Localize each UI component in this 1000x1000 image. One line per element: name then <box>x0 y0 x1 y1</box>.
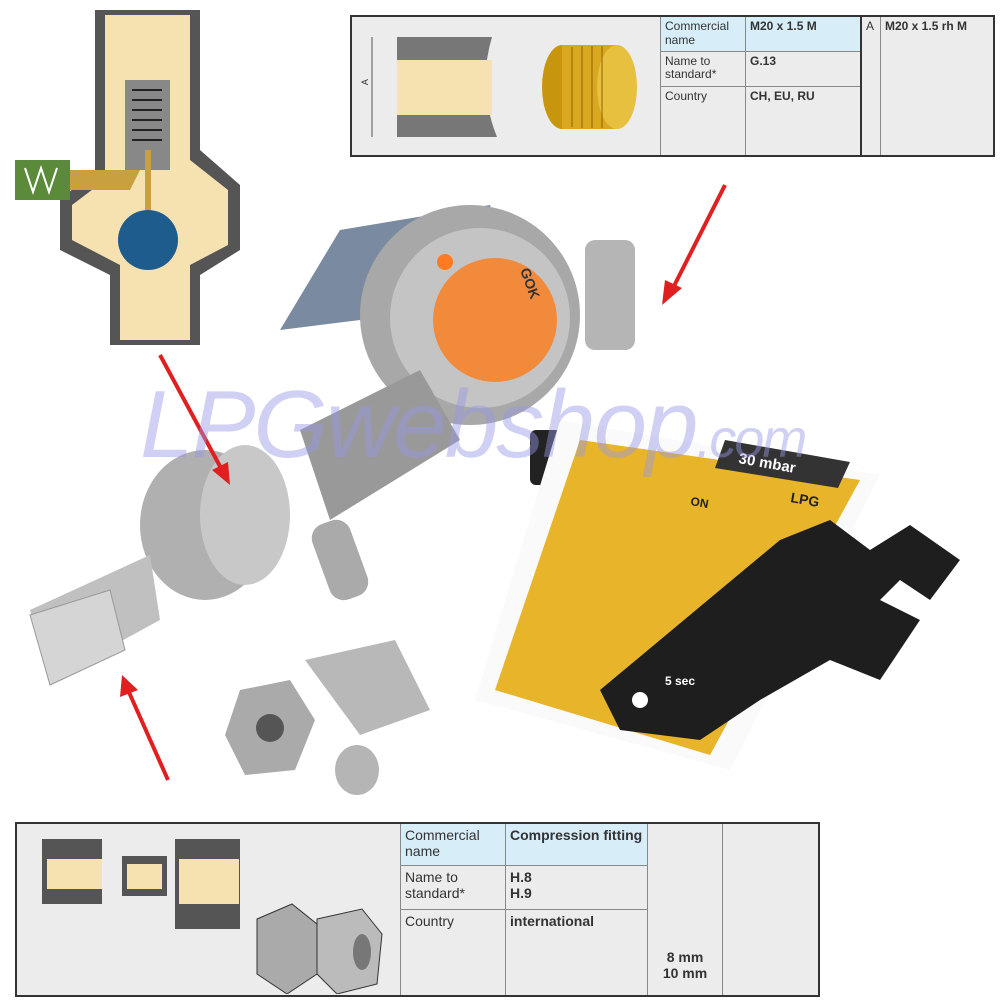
value-country: international <box>505 908 648 997</box>
value-country: CH, EU, RU <box>745 85 862 157</box>
label-commercial-name: Commercial name <box>660 15 746 52</box>
standard-h8: H.8 <box>510 868 532 885</box>
thread-spec-table: A Commercial name M20 x 1.5 M A M20 x 1.… <box>350 15 995 157</box>
watermark-main: LPGwebshop <box>140 371 698 478</box>
thread-diagram: A <box>350 15 661 157</box>
variant-letter: A <box>860 15 881 157</box>
watermark: LPGwebshop.com <box>140 370 807 480</box>
gas-regulator <box>29 205 635 686</box>
thread-drawing <box>371 37 637 137</box>
compression-spec-table: Commercial name Compression fitting 8 mm… <box>15 822 820 997</box>
variant-value: M20 x 1.5 rh M <box>880 15 995 157</box>
dimension-label: A <box>359 79 370 86</box>
size-8mm: 8 mm <box>666 948 704 965</box>
value-commercial-name: M20 x 1.5 M <box>745 15 862 52</box>
card-gas: LPG <box>789 489 820 510</box>
value-commercial-name: Compression fitting <box>505 822 648 866</box>
label-commercial-name: Commercial name <box>400 822 506 866</box>
value-name-to-standard: G.13 <box>745 50 862 87</box>
valve-cross-section <box>10 10 245 345</box>
instruction-card <box>475 420 880 770</box>
spanner-tool <box>600 520 960 740</box>
loose-fittings <box>225 640 430 795</box>
empty-column <box>722 822 820 997</box>
label-country: Country <box>400 908 506 997</box>
compression-drawing <box>42 839 383 994</box>
label-name-to-standard: Name to standard* <box>660 50 746 87</box>
label-name-to-standard: Name to standard* <box>400 864 506 910</box>
red-arrows <box>120 184 727 781</box>
compression-diagram <box>15 822 401 997</box>
watermark-suffix: .com <box>696 409 807 469</box>
card-on: ON <box>689 494 709 511</box>
standard-h9: H.9 <box>510 884 532 901</box>
size-10mm: 10 mm <box>662 964 708 981</box>
value-name-to-standard: H.8 H.9 <box>505 864 648 910</box>
card-timer: 5 sec <box>665 674 695 688</box>
label-country: Country <box>660 85 746 157</box>
sizes: 8 mm 10 mm <box>647 822 723 997</box>
